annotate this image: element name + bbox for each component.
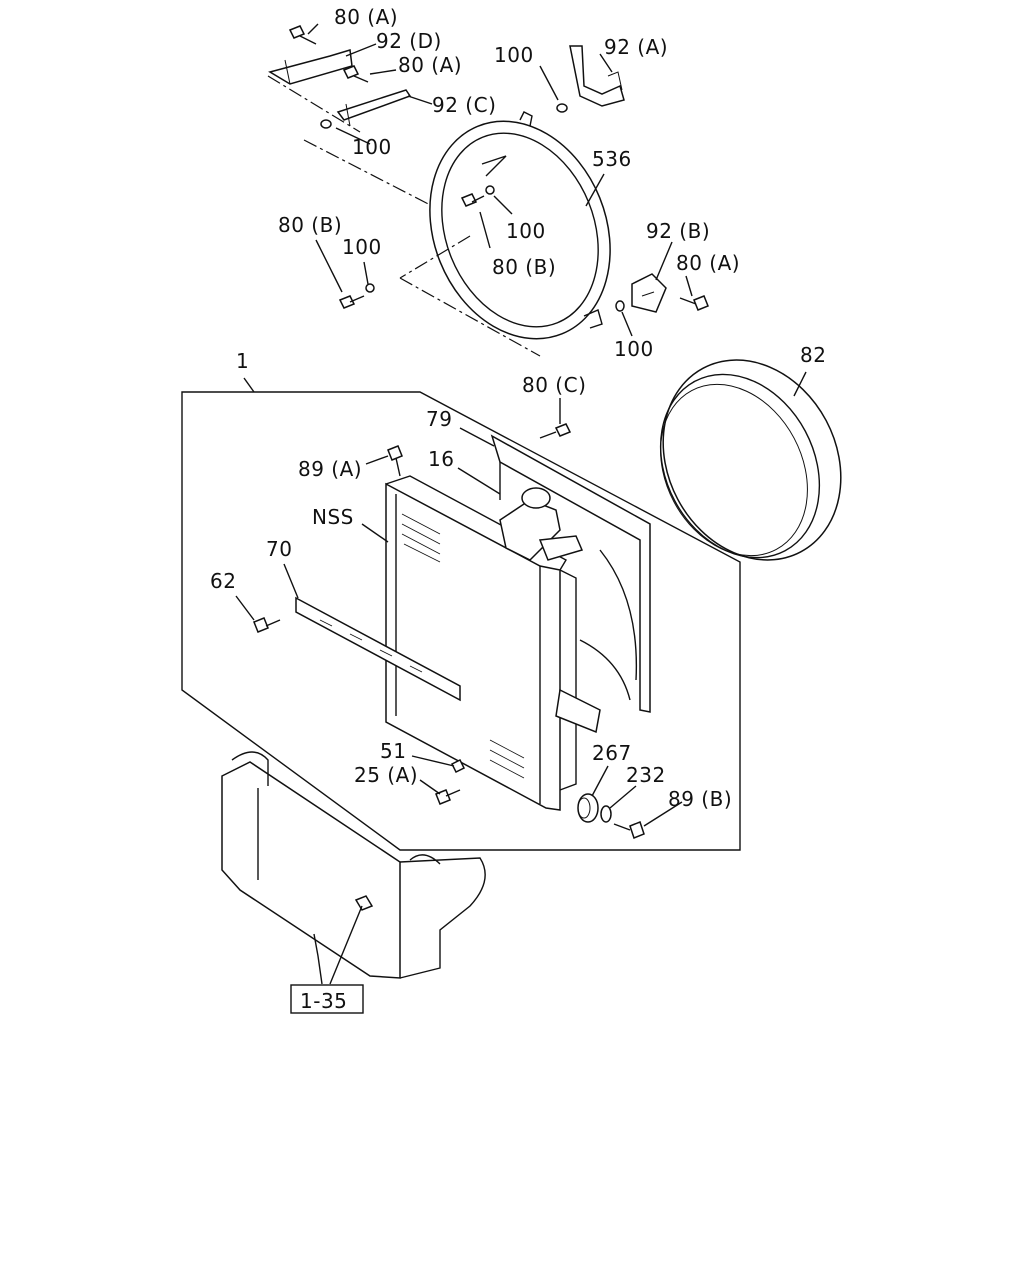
- label-16: 16: [428, 447, 454, 471]
- label-80b-inside: 80 (B): [492, 255, 556, 279]
- bolt-80a-mid: [342, 65, 369, 83]
- bolt-25a: [435, 789, 461, 805]
- grommet-100-left: [320, 119, 332, 129]
- intercooler: [221, 751, 486, 979]
- bolt-51: [450, 758, 466, 774]
- reference-label: 1-35: [300, 989, 347, 1013]
- bracket-92d: [268, 49, 353, 85]
- bolt-89a: [387, 445, 403, 477]
- label-92d: 92 (D): [376, 29, 442, 53]
- label-70: 70: [266, 537, 292, 561]
- lower-bracket: [555, 688, 601, 734]
- shroud-frame-79: [490, 434, 651, 713]
- grommet-100-right: [615, 300, 625, 312]
- washer-232: [600, 805, 612, 823]
- side-rail-70: [295, 596, 461, 702]
- leader-lines: [235, 23, 807, 985]
- bracket-92b: [631, 273, 667, 313]
- grommet-100-lower: [365, 283, 375, 293]
- bolt-80a-top: [288, 25, 317, 45]
- label-536: 536: [592, 147, 632, 171]
- bolt-89b: [613, 821, 645, 839]
- bushing-267: [577, 793, 599, 823]
- label-80a-right: 80 (A): [676, 251, 740, 275]
- bolt-80b-left: [338, 295, 365, 309]
- assembly-outline: [181, 391, 741, 851]
- label-100-a: 100: [352, 135, 392, 159]
- reference-box[interactable]: 1-35: [290, 984, 364, 1014]
- bolt-80a-right: [679, 295, 709, 311]
- label-89a: 89 (A): [298, 457, 362, 481]
- label-80c: 80 (C): [522, 373, 586, 397]
- grommet-100-inside: [485, 185, 495, 195]
- label-51: 51: [380, 739, 406, 763]
- label-79: 79: [426, 407, 452, 431]
- label-1: 1: [236, 349, 249, 373]
- bolt-80c: [539, 423, 572, 439]
- label-92b: 92 (B): [646, 219, 710, 243]
- label-100-c: 100: [506, 219, 546, 243]
- fan-ring-82: [659, 359, 842, 561]
- label-100-d: 100: [342, 235, 382, 259]
- radiator-filler-16: [499, 487, 584, 561]
- radiator-core: [385, 475, 577, 811]
- label-80a-top: 80 (A): [334, 5, 398, 29]
- label-80a-mid: 80 (A): [398, 53, 462, 77]
- label-82: 82: [800, 343, 826, 367]
- label-92a: 92 (A): [604, 35, 668, 59]
- grommet-100-top: [556, 103, 568, 113]
- label-nss: NSS: [312, 505, 354, 529]
- label-267: 267: [592, 741, 632, 765]
- label-100-b: 100: [494, 43, 534, 67]
- label-25a: 25 (A): [354, 763, 418, 787]
- label-62: 62: [210, 569, 236, 593]
- label-100-e: 100: [614, 337, 654, 361]
- bracket-92c: [336, 89, 412, 127]
- bolt-80b-inside: [460, 193, 485, 207]
- label-232: 232: [626, 763, 666, 787]
- bolt-62: [253, 617, 281, 633]
- bracket-92a: [569, 45, 625, 107]
- label-89b: 89 (B): [668, 787, 732, 811]
- label-92c: 92 (C): [432, 93, 496, 117]
- label-80b-left: 80 (B): [278, 213, 342, 237]
